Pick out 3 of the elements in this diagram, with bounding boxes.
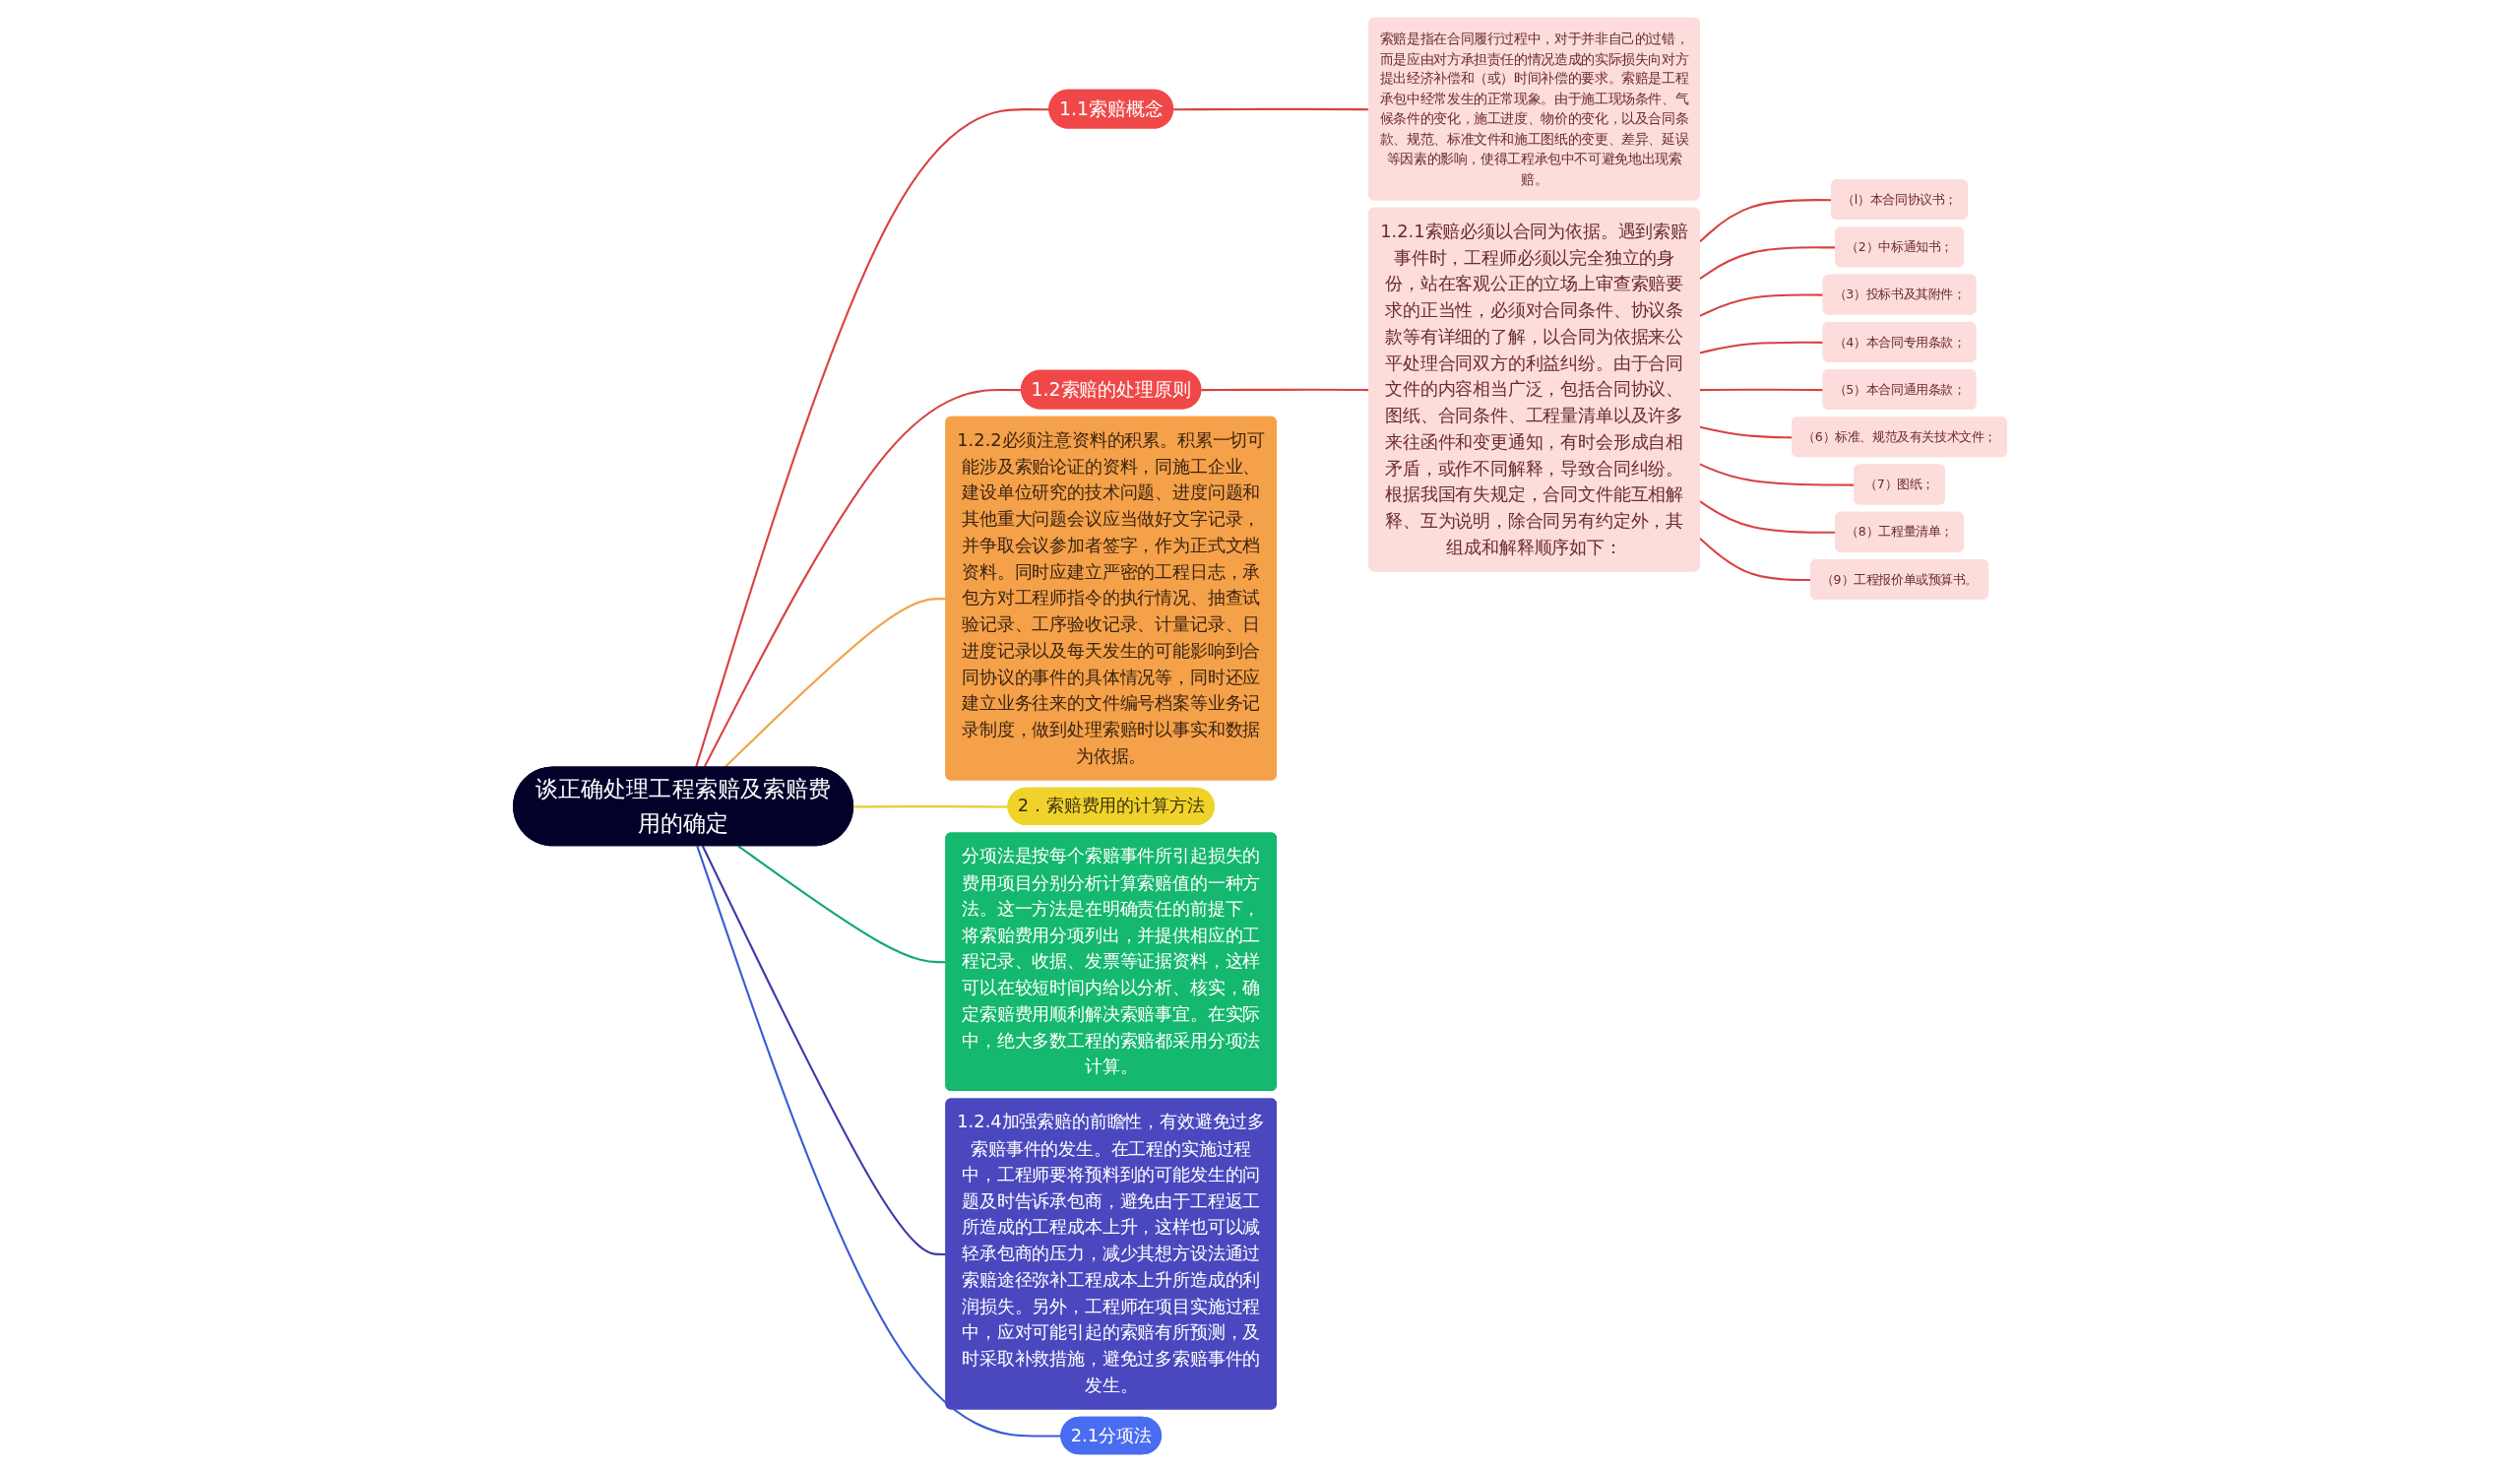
- connector: [1699, 341, 1824, 354]
- connector: [1699, 293, 1824, 317]
- connector: [1699, 388, 1824, 392]
